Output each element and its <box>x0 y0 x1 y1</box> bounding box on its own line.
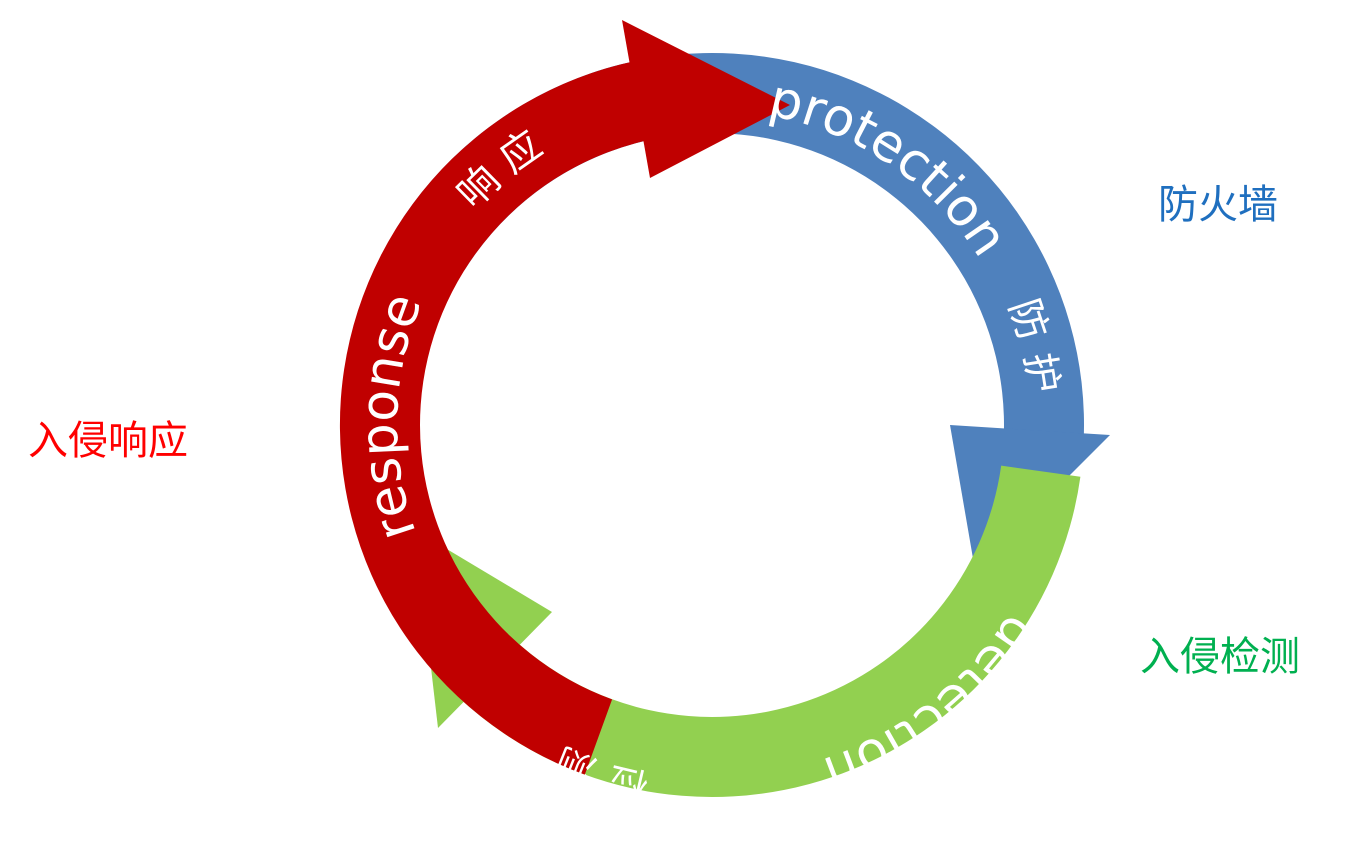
protection-label: protection <box>764 69 1019 267</box>
response-arrow-head <box>622 20 790 178</box>
intrusion-detection-label: 入侵检测 <box>1140 634 1300 680</box>
firewall-label: 防火墙 <box>1158 182 1278 228</box>
detection-arrow-body <box>453 465 1081 798</box>
response-arrow <box>339 20 790 775</box>
intrusion-response-label: 入侵响应 <box>28 418 188 464</box>
response-arrow-body <box>339 61 652 775</box>
